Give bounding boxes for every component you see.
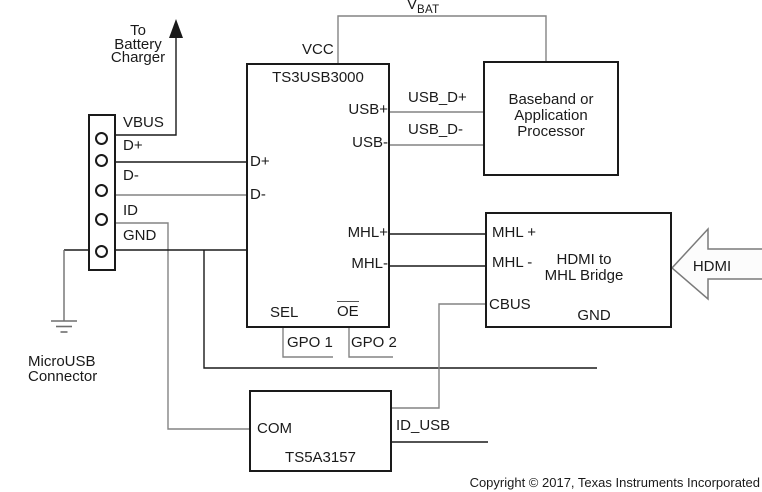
copyright-text: Copyright © 2017, Texas Instruments Inco…	[469, 474, 760, 490]
ts5a3157-box	[249, 390, 392, 472]
wire-id-to-com	[116, 222, 251, 430]
baseband-line: Application	[514, 107, 588, 124]
wire-oe-gpo2	[348, 326, 393, 358]
ic-pin-usb-plus: USB+	[348, 100, 388, 118]
connector-pin-circle	[95, 184, 108, 197]
ts5a3157-title: TS5A3157	[285, 449, 356, 466]
wire-cbus	[390, 303, 487, 409]
net-label-usb-d-plus: USB_D+	[408, 88, 467, 106]
ic-pin-sel: SEL	[270, 303, 299, 321]
battery-note-line: Battery	[114, 35, 162, 53]
microusb-connector-label: MicroUSB Connector	[28, 354, 97, 384]
bridge-pin-mhl-minus: MHL -	[492, 254, 533, 271]
bridge-pin-cbus: CBUS	[489, 296, 531, 313]
vbat-letter: V	[407, 0, 418, 13]
bridge-pin-gnd: GND	[577, 306, 611, 324]
ic-pin-oe: OE	[337, 301, 359, 319]
oe-overline: OE	[337, 301, 359, 320]
ic-pin-usb-minus: USB-	[352, 133, 388, 151]
connector-label-line: Connector	[28, 368, 98, 385]
vbat-label: VBAT	[407, 0, 440, 16]
battery-note-line: To	[130, 22, 146, 39]
ic-pin-mhl-minus: MHL-	[351, 254, 388, 272]
ts5a3157-pin-com: COM	[257, 420, 292, 437]
pin-label-gnd: GND	[123, 227, 157, 244]
ts3usb3000-title: TS3USB3000	[272, 68, 364, 86]
wire-vcc-vbat	[337, 15, 547, 63]
pin-label-vbus: VBUS	[123, 113, 164, 131]
wire-vbus	[116, 37, 177, 136]
pin-label-d-plus: D+	[123, 137, 143, 154]
baseband-processor-label: Baseband or Application Processor	[483, 92, 619, 140]
bridge-pin-mhl-plus: MHL +	[492, 223, 537, 241]
baseband-line: Baseband or	[508, 91, 594, 108]
connector-pin-circle	[95, 213, 108, 226]
ground-symbol-icon	[51, 320, 77, 333]
wire-gnd-branch	[203, 250, 597, 369]
connector-label-line: MicroUSB	[28, 353, 96, 370]
wire-sel-gpo1	[282, 326, 333, 358]
net-label-id-usb: ID_USB	[396, 416, 451, 434]
battery-charger-note: To Battery Charger	[96, 22, 180, 66]
connector-pin-circle	[95, 245, 108, 258]
connector-pin-circle	[95, 132, 108, 145]
ic-pin-d-minus: D-	[250, 185, 266, 203]
hdmi-mhl-bridge-box	[485, 212, 672, 328]
pin-label-d-minus: D-	[123, 167, 139, 184]
net-label-usb-d-minus: USB_D-	[408, 121, 464, 138]
bridge-title-line: HDMI to	[556, 251, 612, 268]
connector-pin-circle	[95, 154, 108, 167]
ts3usb3000-box	[246, 63, 390, 328]
ic-pin-d-plus: D+	[250, 153, 270, 170]
net-label-gpo1: GPO 1	[287, 333, 333, 351]
vbat-subscript: BAT	[417, 4, 440, 16]
hdmi-arrow-icon	[670, 227, 762, 301]
baseband-line: Processor	[517, 123, 585, 140]
battery-note-line: Charger	[110, 49, 166, 66]
pin-label-id: ID	[123, 202, 138, 219]
bridge-title-line: MHL Bridge	[544, 267, 624, 284]
hdmi-label: HDMI	[692, 257, 732, 275]
baseband-processor-box	[483, 61, 619, 176]
arrow-up-icon	[169, 19, 183, 38]
ic-pin-mhl-plus: MHL+	[347, 223, 388, 241]
microusb-connector-box	[88, 114, 116, 271]
net-label-gpo2: GPO 2	[351, 333, 397, 351]
bridge-title: HDMI to MHL Bridge	[519, 252, 649, 284]
vcc-label: VCC	[302, 40, 334, 58]
